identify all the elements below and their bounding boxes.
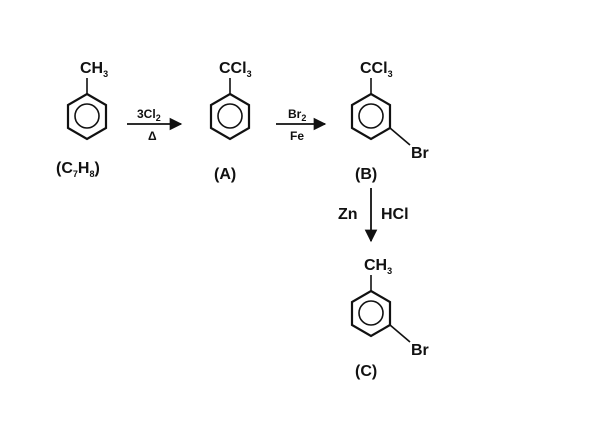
compound-c-benzene-ring xyxy=(350,289,392,338)
compound-c-structure: CH3 Br (C) xyxy=(350,257,429,380)
toluene-formula: (C7H8) xyxy=(56,160,100,179)
compound-b-structure: CCl3 Br (B) xyxy=(350,60,429,183)
compound-b-substituent-label: CCl3 xyxy=(360,60,393,79)
compound-b-label: (B) xyxy=(355,166,377,183)
compound-c-label: (C) xyxy=(355,363,377,380)
compound-c-bromo-bond xyxy=(389,324,411,343)
compound-c-bromo-label: Br xyxy=(411,342,429,359)
step3-arrow-group: Zn HCl xyxy=(338,188,409,243)
step1-reagent: 3Cl2 xyxy=(137,107,161,123)
compound-a-benzene-ring xyxy=(209,92,251,141)
toluene-aromatic-circle xyxy=(74,103,100,129)
compound-b-bromo-label: Br xyxy=(411,145,429,162)
compound-a-label: (A) xyxy=(214,166,236,183)
compound-c-aromatic-circle xyxy=(358,300,384,326)
step3-reagent-zn: Zn xyxy=(338,206,358,223)
compound-a-substituent-label: CCl3 xyxy=(219,60,252,79)
compound-a-structure: CCl3 (A) xyxy=(209,60,252,183)
step2-catalyst: Fe xyxy=(290,129,304,143)
step1-arrow-group: 3Cl2 Δ xyxy=(127,107,183,143)
compound-b-aromatic-circle xyxy=(358,103,384,129)
compound-b-benzene-ring xyxy=(350,92,392,141)
compound-c-methyl-label: CH3 xyxy=(364,257,392,276)
step1-condition: Δ xyxy=(148,129,157,143)
step2-arrow-group: Br2 Fe xyxy=(276,107,327,143)
step3-reagent-hcl: HCl xyxy=(381,206,409,223)
compound-b-bromo-bond xyxy=(389,127,411,146)
compound-a-aromatic-circle xyxy=(217,103,243,129)
toluene-benzene-ring xyxy=(66,92,108,141)
toluene-structure: CH3 (C7H8) xyxy=(56,60,108,179)
step2-reagent: Br2 xyxy=(288,107,306,123)
toluene-methyl-label: CH3 xyxy=(80,60,108,79)
